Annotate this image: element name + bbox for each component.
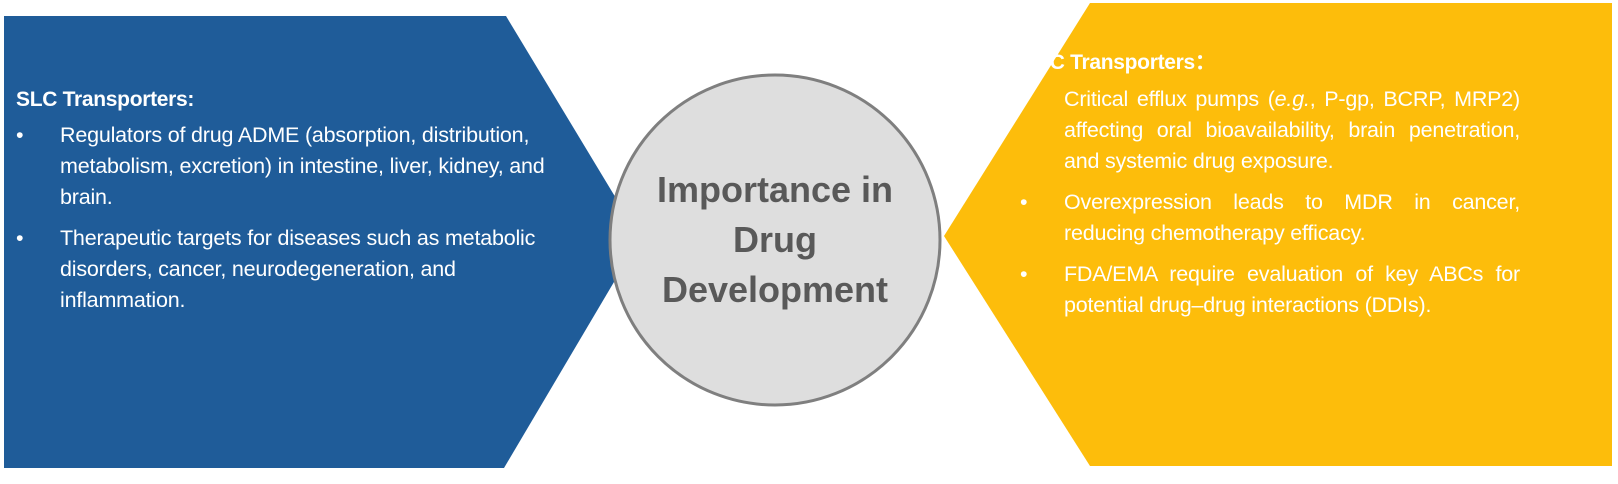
center-title: Importance in Drug Development <box>656 169 894 310</box>
bullet-icon: • <box>1020 262 1028 286</box>
slc-panel: SLC Transporters: •Regulators of drug AD… <box>16 88 586 326</box>
bullet-icon: • <box>16 226 24 250</box>
list-item: •Regulators of drug ADME (absorption, di… <box>16 120 586 213</box>
bullet-icon: • <box>1020 87 1028 111</box>
bullet-icon: • <box>1020 190 1028 214</box>
center-label: Importance in Drug Development <box>610 75 940 405</box>
list-item: •FDA/EMA require evaluation of key ABCs … <box>1020 259 1520 321</box>
abc-heading: ABC Transporters： <box>1020 51 1216 74</box>
abc-panel-shape <box>944 3 1612 466</box>
list-item: •Therapeutic targets for diseases such a… <box>16 223 586 316</box>
slc-heading: SLC Transporters: <box>16 88 195 111</box>
slc-bullet-list: •Regulators of drug ADME (absorption, di… <box>16 120 586 316</box>
abc-bullet-list: •Critical efflux pumps (e.g., P-gp, BCRP… <box>1020 84 1520 321</box>
list-item: •Critical efflux pumps (e.g., P-gp, BCRP… <box>1020 84 1520 177</box>
center-circle <box>608 73 942 407</box>
slc-panel-shape <box>4 16 640 468</box>
list-item: •Overexpression leads to MDR in cancer, … <box>1020 187 1520 249</box>
abc-panel: ABC Transporters： •Critical efflux pumps… <box>1020 46 1520 331</box>
bullet-icon: • <box>16 123 24 147</box>
